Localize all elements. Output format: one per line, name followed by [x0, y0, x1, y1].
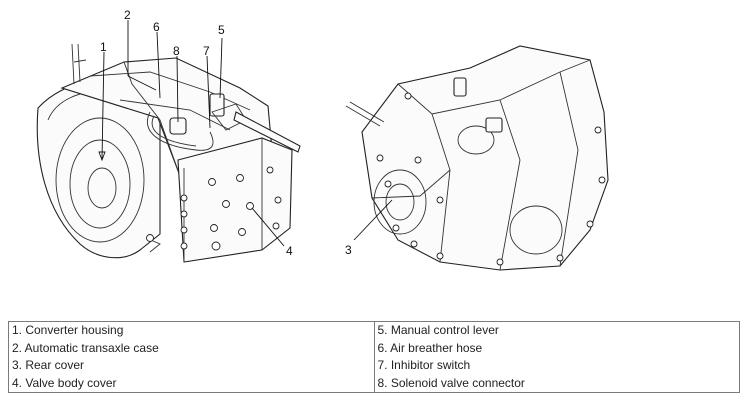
legend-item: 6. Air breather hose [377, 340, 483, 355]
parts-legend-table: 1. Converter housing 2. Automatic transa… [8, 321, 740, 393]
legend-item: 2. Automatic transaxle case [12, 340, 159, 355]
legend-row: 1. Converter housing 2. Automatic transa… [8, 321, 740, 393]
leader-lines-left [98, 20, 285, 247]
transaxle-left-view [36, 43, 301, 263]
legend-item: 8. Solenoid valve connector [377, 375, 525, 390]
callout-7: 7 [203, 44, 210, 58]
callout-6: 6 [153, 20, 160, 34]
callout-2: 2 [124, 8, 131, 22]
callout-8: 8 [173, 44, 180, 58]
callout-1: 1 [100, 40, 107, 54]
legend-item: 3. Rear cover [12, 358, 85, 372]
legend-item: 5. Manual control lever [377, 323, 499, 337]
legend-item: 4. Valve body cover [12, 375, 117, 390]
legend-item: 7. Inhibitor switch [377, 358, 471, 372]
legend-column-left: 1. Converter housing 2. Automatic transa… [8, 321, 375, 393]
legend-item: 1. Converter housing [12, 323, 124, 337]
callout-4: 4 [286, 244, 293, 258]
leader-lines-right [353, 199, 393, 241]
callout-5: 5 [218, 23, 225, 37]
transaxle-right-view [345, 45, 609, 271]
transaxle-illustration: 1 2 6 8 7 5 4 3 [36, 8, 609, 271]
legend-column-right: 5. Manual control lever 6. Air breather … [373, 321, 740, 393]
callout-3: 3 [345, 243, 352, 257]
